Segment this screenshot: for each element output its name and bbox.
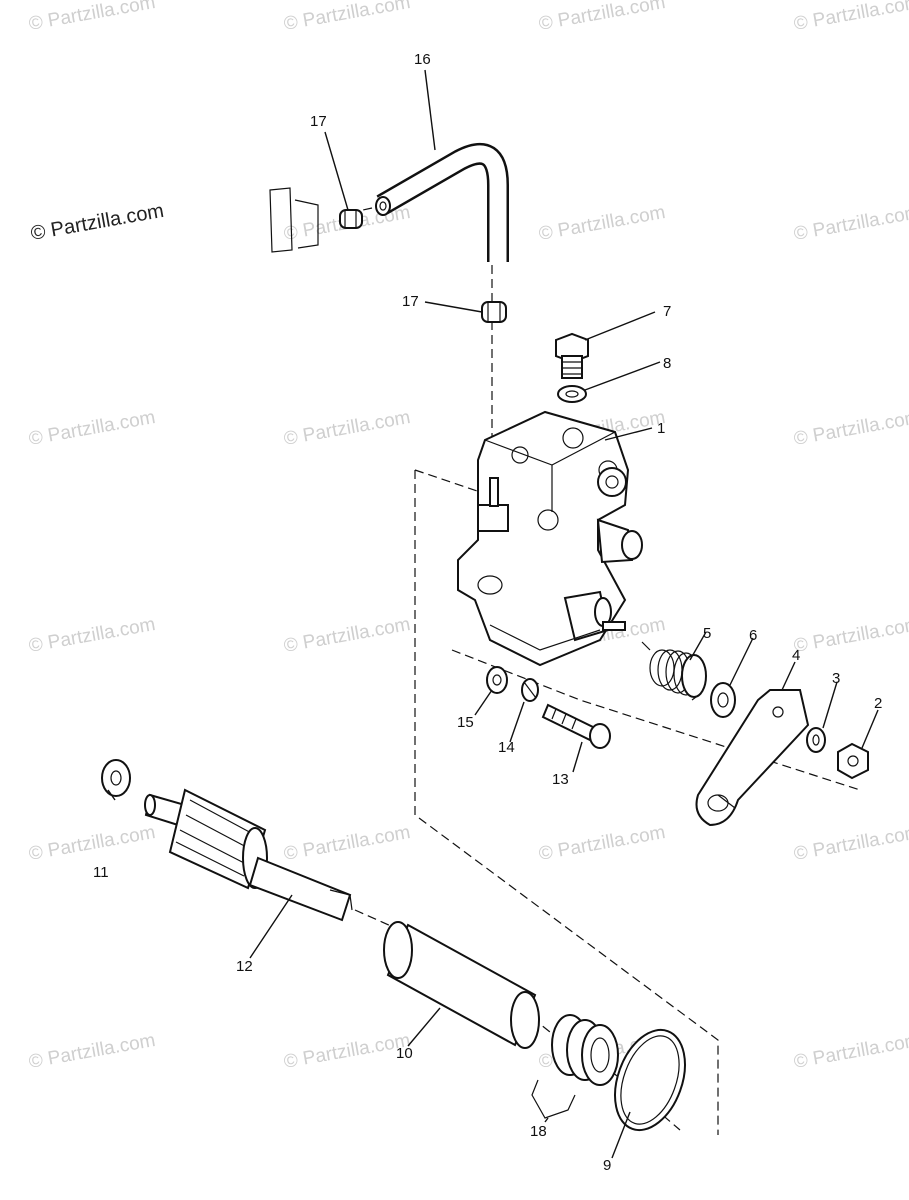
watermark: © Partzilla.com bbox=[537, 0, 667, 35]
callout-4: 4 bbox=[792, 647, 800, 664]
seal-part-18 bbox=[531, 1014, 619, 1119]
callout-15: 15 bbox=[457, 714, 474, 731]
lever-arm-part-4 bbox=[695, 689, 810, 827]
callout-3: 3 bbox=[832, 670, 840, 687]
callout-17-upper: 17 bbox=[310, 113, 327, 130]
callout-12: 12 bbox=[236, 958, 253, 975]
washer-part-6 bbox=[710, 682, 736, 718]
watermark: © Partzilla.com bbox=[282, 1030, 412, 1073]
screw-part-13 bbox=[541, 703, 611, 749]
watermark: © Partzilla.com bbox=[282, 822, 412, 865]
callout-2: 2 bbox=[874, 695, 882, 712]
assembly-outline bbox=[339, 207, 861, 1135]
callout-18: 18 bbox=[530, 1123, 547, 1140]
watermark: © Partzilla.com bbox=[792, 1030, 909, 1073]
watermark: © Partzilla.com bbox=[282, 614, 412, 657]
clamp-part-17-lower bbox=[481, 301, 507, 323]
callout-16: 16 bbox=[414, 51, 431, 68]
watermark: © Partzilla.com bbox=[27, 407, 157, 450]
watermark: © Partzilla.com bbox=[27, 822, 157, 865]
callout-1: 1 bbox=[657, 420, 665, 437]
leader-lines bbox=[107, 69, 879, 1159]
hose-part-16 bbox=[375, 142, 509, 262]
watermark: © Partzilla.com bbox=[27, 614, 157, 657]
callout-6: 6 bbox=[749, 627, 757, 644]
spring-part-5 bbox=[641, 641, 707, 701]
snap-ring-part-9 bbox=[614, 1028, 686, 1132]
cylinder-part-10 bbox=[383, 921, 540, 1049]
nut-part-2 bbox=[837, 742, 869, 780]
washer-part-15 bbox=[486, 666, 508, 694]
watermark: © Partzilla.com bbox=[792, 202, 909, 245]
lock-washer-part-14 bbox=[521, 678, 539, 702]
callout-5: 5 bbox=[703, 625, 711, 642]
watermark: © Partzilla.com bbox=[537, 202, 667, 245]
callout-7: 7 bbox=[663, 303, 671, 320]
watermark: © Partzilla.com bbox=[792, 407, 909, 450]
callout-11: 11 bbox=[93, 864, 109, 881]
callout-13: 13 bbox=[552, 771, 569, 788]
watermark: © Partzilla.com bbox=[537, 822, 667, 865]
washer-part-8 bbox=[557, 385, 587, 403]
callout-8: 8 bbox=[663, 355, 671, 372]
callout-14: 14 bbox=[498, 739, 515, 756]
watermark: © Partzilla.com bbox=[27, 1030, 157, 1073]
callout-9: 9 bbox=[603, 1157, 611, 1174]
fitting-sketch bbox=[269, 187, 319, 253]
oil-pump-body-part-1 bbox=[457, 410, 643, 667]
watermark: © Partzilla.com bbox=[27, 0, 157, 35]
callout-numbers: 16 17 17 7 8 1 5 6 4 3 2 15 14 13 11 12 … bbox=[93, 51, 882, 1174]
clamp-part-17-upper bbox=[339, 209, 363, 229]
washer-part-3 bbox=[806, 727, 826, 753]
bolt-part-7 bbox=[555, 332, 589, 379]
watermark-main: © Partzilla.com bbox=[29, 200, 166, 245]
watermark: © Partzilla.com bbox=[792, 614, 909, 657]
washer-part-11 bbox=[101, 759, 131, 797]
watermark: © Partzilla.com bbox=[792, 822, 909, 865]
gear-shaft-part-12 bbox=[144, 788, 353, 922]
watermark: © Partzilla.com bbox=[282, 407, 412, 450]
callout-17-lower: 17 bbox=[402, 293, 419, 310]
watermark: © Partzilla.com bbox=[792, 0, 909, 35]
watermark: © Partzilla.com bbox=[282, 0, 412, 35]
callout-10: 10 bbox=[396, 1045, 413, 1062]
